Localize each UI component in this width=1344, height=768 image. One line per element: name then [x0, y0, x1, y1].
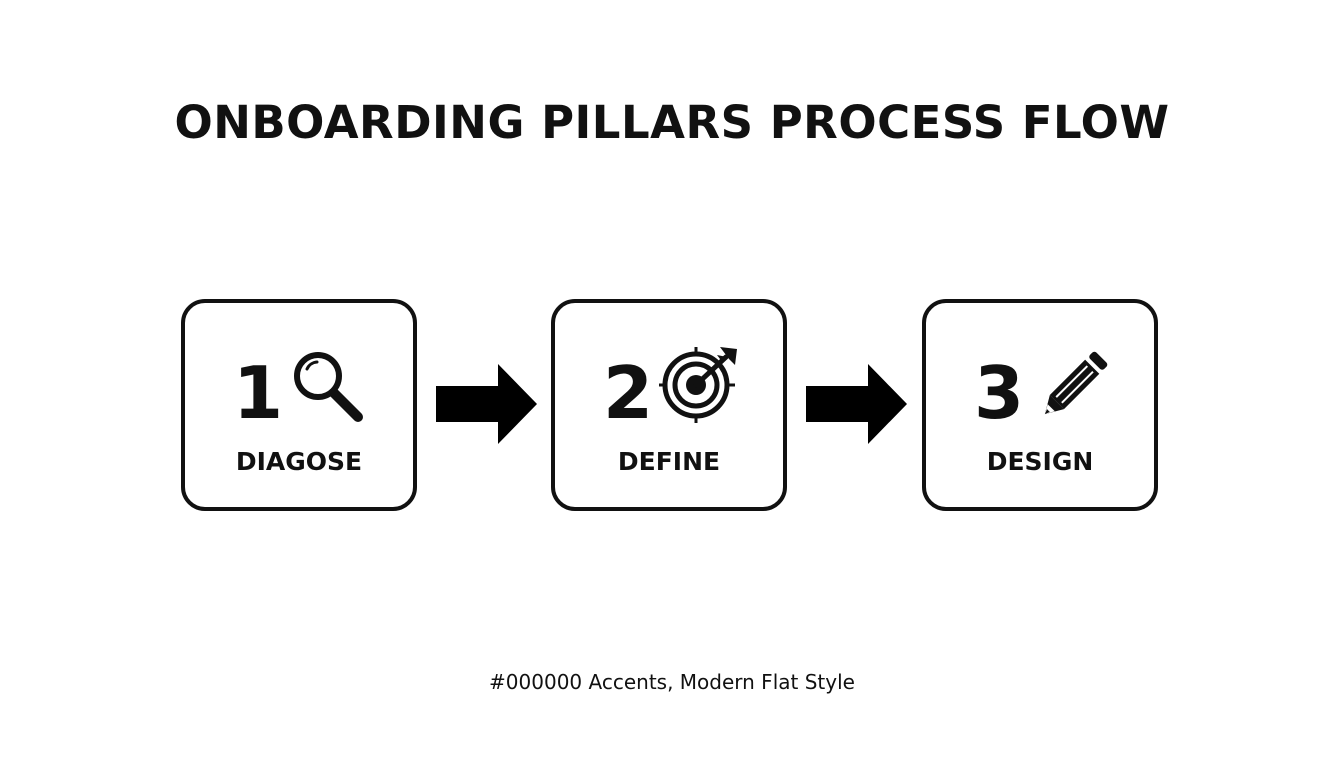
diagram-title: ONBOARDING PILLARS PROCESS FLOW	[174, 96, 1170, 149]
step-3-number: 3	[974, 351, 1025, 435]
arrow-right-icon	[436, 364, 538, 448]
target-icon	[659, 343, 739, 431]
step-2-number: 2	[603, 351, 654, 435]
step-1-number: 1	[233, 351, 284, 435]
pencil-icon	[1036, 343, 1116, 427]
arrow-right-icon	[806, 364, 908, 448]
magnifying-glass-icon	[289, 343, 365, 427]
step-1-label: DIAGOSE	[235, 447, 363, 476]
step-2-label: DEFINE	[617, 447, 721, 476]
step-2-box: 2 DEFINE	[551, 299, 787, 511]
step-3-label: DESIGN	[986, 447, 1094, 476]
step-3-box: 3 DESIGN	[922, 299, 1158, 511]
step-1-box: 1 DIAGOSE	[181, 299, 417, 511]
style-caption: #000000 Accents, Modern Flat Style	[489, 670, 855, 694]
